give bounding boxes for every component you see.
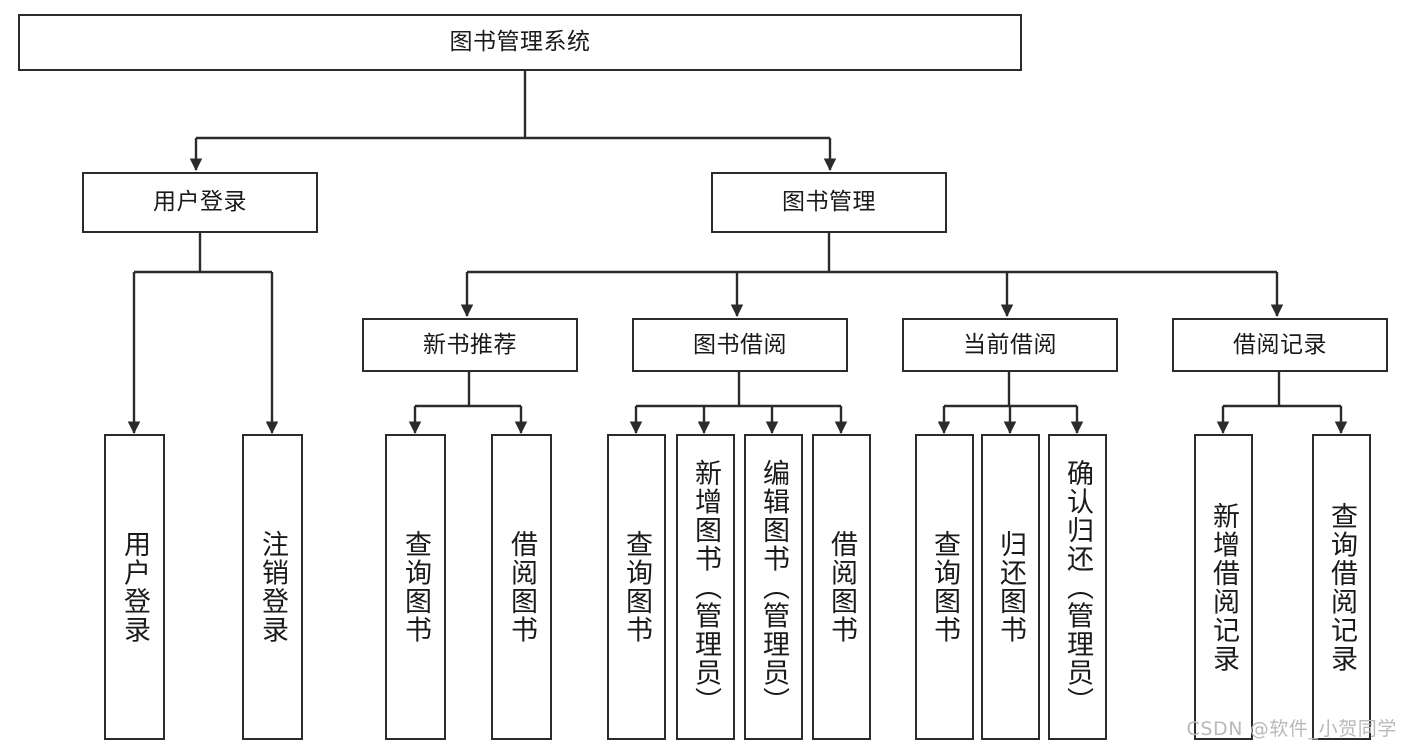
leaf-confirm-return-admin[interactable]: 确认归还（管理员）	[1048, 434, 1107, 740]
node-label: 图书借阅	[693, 331, 787, 358]
node-label: 确认归还（管理员）	[1062, 458, 1093, 716]
node-book-borrow[interactable]: 图书借阅	[632, 318, 848, 372]
node-label: 当前借阅	[963, 331, 1057, 358]
node-label: 查询图书	[929, 530, 960, 644]
node-current-borrow[interactable]: 当前借阅	[902, 318, 1118, 372]
node-label: 借阅图书	[826, 530, 857, 644]
node-label: 借阅图书	[506, 530, 537, 644]
node-label: 编辑图书（管理员）	[758, 458, 789, 716]
node-label: 查询图书	[621, 530, 652, 644]
leaf-edit-book-admin[interactable]: 编辑图书（管理员）	[744, 434, 803, 740]
node-label: 新增图书（管理员）	[690, 458, 721, 716]
node-borrow-record[interactable]: 借阅记录	[1172, 318, 1388, 372]
node-label: 用户登录	[119, 530, 150, 644]
node-new-book-recommend[interactable]: 新书推荐	[362, 318, 578, 372]
leaf-return-book[interactable]: 归还图书	[981, 434, 1040, 740]
leaf-query-book-borrow[interactable]: 查询图书	[607, 434, 666, 740]
node-user-login[interactable]: 用户登录	[82, 172, 318, 233]
leaf-user-login[interactable]: 用户登录	[104, 434, 165, 740]
leaf-add-book-admin[interactable]: 新增图书（管理员）	[676, 434, 735, 740]
node-label: 借阅记录	[1233, 331, 1327, 358]
leaf-logout[interactable]: 注销登录	[242, 434, 303, 740]
node-label: 图书管理	[782, 189, 876, 216]
watermark-text: CSDN @软件_小贺同学	[1186, 718, 1397, 740]
node-label: 注销登录	[257, 530, 288, 644]
node-label: 查询图书	[400, 530, 431, 644]
node-label: 图书管理系统	[449, 29, 591, 56]
leaf-query-borrow-record[interactable]: 查询借阅记录	[1312, 434, 1371, 740]
leaf-query-book-recommend[interactable]: 查询图书	[385, 434, 446, 740]
node-label: 归还图书	[995, 530, 1026, 644]
node-root-system[interactable]: 图书管理系统	[18, 14, 1022, 71]
leaf-borrow-book-recommend[interactable]: 借阅图书	[491, 434, 552, 740]
node-label: 用户登录	[153, 189, 247, 216]
leaf-query-book-current[interactable]: 查询图书	[915, 434, 974, 740]
leaf-borrow-book[interactable]: 借阅图书	[812, 434, 871, 740]
leaf-add-borrow-record[interactable]: 新增借阅记录	[1194, 434, 1253, 740]
node-label: 新书推荐	[423, 331, 517, 358]
node-label: 查询借阅记录	[1326, 501, 1357, 673]
node-label: 新增借阅记录	[1208, 501, 1239, 673]
node-book-management[interactable]: 图书管理	[711, 172, 947, 233]
